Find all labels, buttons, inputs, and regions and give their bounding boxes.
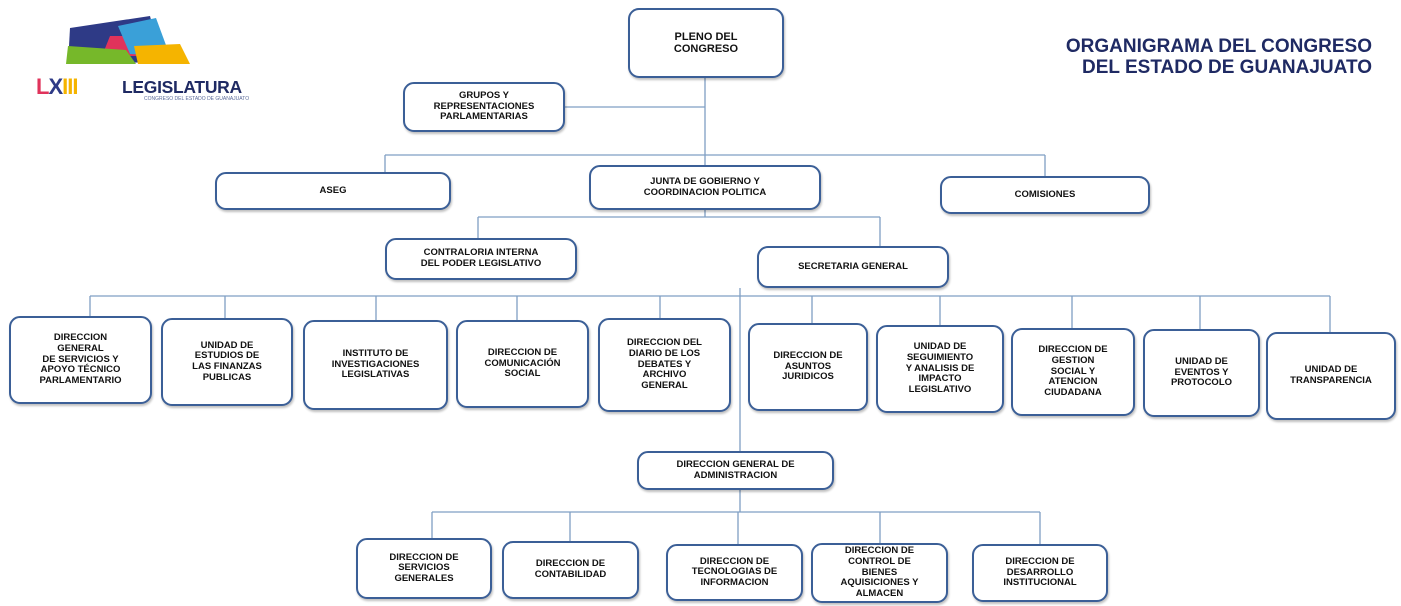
logo-numeral-x: X: [48, 74, 63, 99]
box-instituto: INSTITUTO DE INVESTIGACIONES LEGISLATIVA…: [303, 320, 448, 410]
logo-numeral-iii: III: [62, 74, 78, 99]
connector-level2-bus: [478, 210, 880, 218]
connector-drops: [89, 296, 1331, 332]
box-eventos: UNIDAD DE EVENTOS Y PROTOCOLO: [1143, 329, 1260, 417]
box-secretaria: SECRETARIA GENERAL: [757, 246, 949, 288]
chart-title: ORGANIGRAMA DEL CONGRESO DEL ESTADO DE G…: [1065, 36, 1372, 79]
box-desarrollo: DIRECCION DE DESARROLLO INSTITUCIONAL: [972, 544, 1108, 602]
box-pleno: PLENO DEL CONGRESO: [628, 8, 784, 78]
box-dg-servicios: DIRECCION GENERAL DE SERVICIOS Y APOYO T…: [9, 316, 152, 404]
box-tecnologias: DIRECCION DE TECNOLOGIAS DE INFORMACION: [666, 544, 803, 601]
logo-graphic: [66, 16, 190, 64]
connector-drops-admin: [431, 512, 1041, 544]
box-diario: DIRECCION DEL DIARIO DE LOS DEBATES Y AR…: [598, 318, 731, 412]
box-junta: JUNTA DE GOBIERNO Y COORDINACION POLITIC…: [589, 165, 821, 210]
legislatura-logo: LXIII LEGISLATURA CONGRESO DEL ESTADO DE…: [30, 6, 260, 106]
box-grupos: GRUPOS Y REPRESENTACIONES PARLAMENTARIAS: [403, 82, 565, 132]
connector-level4-bus: [432, 490, 1040, 513]
box-contraloria: CONTRALORIA INTERNA DEL PODER LEGISLATIV…: [385, 238, 577, 280]
logo-numeral: LXIII: [36, 74, 79, 100]
box-finanzas: UNIDAD DE ESTUDIOS DE LAS FINANZAS PUBLI…: [161, 318, 293, 406]
box-gestion: DIRECCION DE GESTION SOCIAL Y ATENCION C…: [1011, 328, 1135, 416]
box-comisiones: COMISIONES: [940, 176, 1150, 214]
box-aseg: ASEG: [215, 172, 451, 210]
logo-subtitle: CONGRESO DEL ESTADO DE GUANAJUATO: [144, 96, 250, 102]
box-juridicos: DIRECCION DE ASUNTOS JURIDICOS: [748, 323, 868, 411]
connector-level3-bus: [90, 288, 1330, 297]
box-contabilidad: DIRECCION DE CONTABILIDAD: [502, 541, 639, 599]
logo-text: LEGISLATURA: [122, 77, 242, 97]
box-control-bienes: DIRECCION DE CONTROL DE BIENES AQUISICIO…: [811, 543, 948, 603]
box-comunicacion: DIRECCION DE COMUNICACIÓN SOCIAL: [456, 320, 589, 408]
logo-numeral-l: L: [36, 74, 49, 99]
box-serv-generales: DIRECCION DE SERVICIOS GENERALES: [356, 538, 492, 599]
box-dg-admin: DIRECCION GENERAL DE ADMINISTRACION: [637, 451, 834, 490]
box-transparencia: UNIDAD DE TRANSPARENCIA: [1266, 332, 1396, 420]
box-seguimiento: UNIDAD DE SEGUIMIENTO Y ANALISIS DE IMPA…: [876, 325, 1004, 413]
